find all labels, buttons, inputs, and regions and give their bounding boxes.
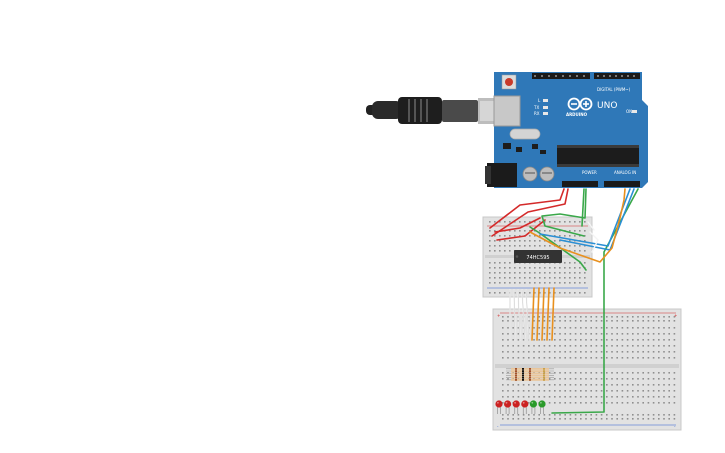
analog-header[interactable] [604,181,640,187]
rx-led [543,112,548,115]
led[interactable] [512,400,520,414]
resistor[interactable] [506,372,554,375]
wire-green[interactable] [581,188,585,227]
svg-text:-: - [674,424,676,429]
led[interactable] [521,400,529,414]
resistor[interactable] [506,370,554,372]
model-label: UNO [597,101,617,111]
led[interactable] [495,400,503,414]
wire-red[interactable] [491,188,569,237]
arduino-uno-board[interactable]: DIGITAL (PWM~) TX RX L UNO ARDUINO ON [485,72,648,188]
wire-orange[interactable] [541,287,545,341]
resistor-array[interactable] [506,368,554,381]
tx-label: TX [533,105,539,110]
brand-label: ARDUINO [566,112,588,117]
resistor[interactable] [506,379,554,381]
l-led [543,99,548,102]
analog-label: ANALOG IN [614,170,636,175]
wire-orange[interactable] [546,287,550,341]
rx-label: RX [534,111,540,116]
reset-button[interactable] [501,74,517,90]
power-header[interactable] [562,181,598,187]
tx-led [543,106,548,109]
wire-orange[interactable] [531,287,535,341]
led[interactable] [504,400,512,414]
led-array[interactable] [495,400,546,414]
led[interactable] [538,400,546,414]
svg-text:+: + [497,313,500,318]
led[interactable] [529,400,538,414]
wire-orange[interactable] [551,287,555,341]
power-label: POWER [582,170,597,175]
wire-green[interactable] [541,188,587,237]
power-jack [487,163,517,187]
on-label: ON [626,109,632,114]
wire-white[interactable] [587,221,595,231]
resistor[interactable] [506,374,554,377]
resistor[interactable] [506,368,554,370]
usb-port [493,95,521,127]
wire-orange[interactable] [536,287,540,341]
crystal [509,128,541,140]
digital-header-label: DIGITAL (PWM~) [597,87,631,92]
svg-text:-: - [497,424,499,429]
wires [489,188,639,414]
wire-orange[interactable] [529,188,626,263]
capacitors [522,166,555,182]
on-led [632,110,637,113]
shift-register-chip[interactable]: 74HC595 [514,250,562,263]
wire-red[interactable] [494,217,541,233]
atmega-chip [557,145,639,167]
svg-text:+: + [674,313,677,318]
wire-red[interactable] [496,219,546,241]
usb-cable[interactable] [366,97,512,124]
digital-header[interactable] [532,73,640,79]
wire-red[interactable] [489,188,565,229]
chip-label: 74HC595 [526,255,549,261]
arduino-logo-icon [567,97,593,111]
wire-white[interactable] [589,231,599,253]
l-label: L [538,98,541,103]
large-breadboard-holes [502,316,676,420]
resistor[interactable] [506,376,554,379]
